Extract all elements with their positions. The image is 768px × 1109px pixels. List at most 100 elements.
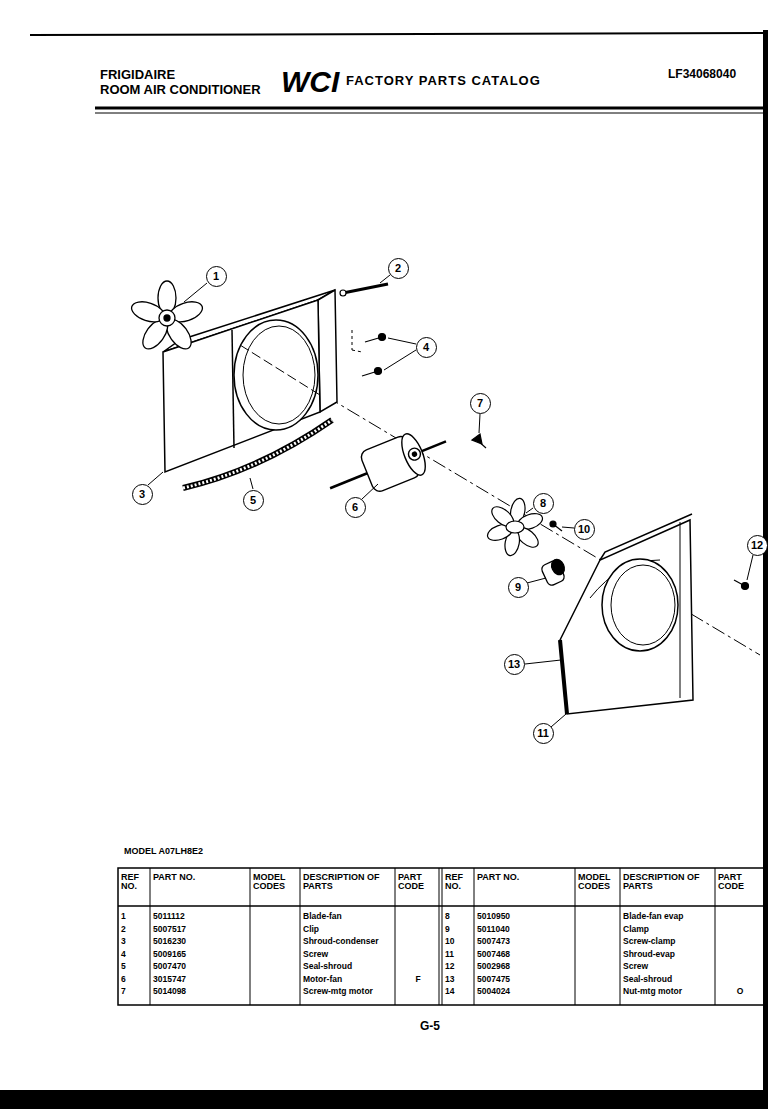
callout-number: 4 <box>423 342 429 353</box>
table-cell: Nut-mtg motor <box>623 987 713 996</box>
table-cell: 3 <box>121 937 148 946</box>
table-header: REF NO. <box>121 873 149 892</box>
table-header: PART CODE <box>398 873 438 892</box>
clamp <box>540 557 567 587</box>
page-edge <box>30 33 768 35</box>
callout-number: 1 <box>213 271 219 282</box>
callout-number: 13 <box>508 659 520 670</box>
callout-number: 8 <box>540 498 546 509</box>
table-cell: Screw-clamp <box>623 937 713 946</box>
table-header: PART CODE <box>718 873 762 892</box>
table-cell: Shroud-condenser <box>303 937 393 946</box>
callout-number: 10 <box>578 524 590 535</box>
table-header: DESCRIPTION OF PARTS <box>623 873 713 892</box>
page-number: G-5 <box>400 1020 460 1033</box>
model-number: MODEL A07LH8E2 <box>124 847 324 856</box>
table-cell: 5007517 <box>153 925 247 934</box>
table-cell: Clamp <box>623 925 713 934</box>
table-cell: Screw <box>303 950 393 959</box>
callout-number: 7 <box>477 398 483 409</box>
table-cell: 5014098 <box>153 987 247 996</box>
catalog-number: LF34068040 <box>668 68 760 81</box>
table-cell: 5011112 <box>153 912 247 921</box>
leader-line <box>148 275 753 727</box>
callout-circle: 6 <box>345 497 366 518</box>
catalog-title: FACTORY PARTS CATALOG <box>346 74 596 88</box>
table-cell: Seal-shroud <box>303 962 393 971</box>
table-cell: 6 <box>121 975 148 984</box>
table-cell: 5016230 <box>153 937 247 946</box>
callout-circle: 2 <box>388 258 409 279</box>
table-cell: Clip <box>303 925 393 934</box>
seal-strip <box>183 420 332 488</box>
callout-circle: 12 <box>747 535 768 556</box>
brand-name: FRIGIDAIRE <box>100 68 300 82</box>
table-cell: 9 <box>445 925 473 934</box>
callout-circle: 4 <box>416 337 437 358</box>
table-cell: Seal-shroud <box>623 975 713 984</box>
table-cell: 5009165 <box>153 950 247 959</box>
table-header: PART NO. <box>153 873 247 882</box>
table-cell: 5007475 <box>477 975 573 984</box>
table-cell: 5 <box>121 962 148 971</box>
table-cell: 5007468 <box>477 950 573 959</box>
table-cell: 3015747 <box>153 975 247 984</box>
screw <box>362 334 386 377</box>
callout-number: 11 <box>537 728 549 739</box>
table-cell: O <box>718 987 762 996</box>
callout-circle: 11 <box>533 723 554 744</box>
clip <box>340 284 388 352</box>
page-edge <box>0 1090 768 1109</box>
screw <box>734 580 749 590</box>
table-cell: Screw-mtg motor <box>303 987 393 996</box>
screw <box>472 434 486 448</box>
table-cell: 5007473 <box>477 937 573 946</box>
screw <box>550 521 562 531</box>
callout-number: 2 <box>395 263 401 274</box>
table-cell: F <box>398 975 438 984</box>
header-rule <box>95 107 763 110</box>
table-cell: Motor-fan <box>303 975 393 984</box>
table-header: DESCRIPTION OF PARTS <box>303 873 393 892</box>
table-cell: Shroud-evap <box>623 950 713 959</box>
table-cell: 5007470 <box>153 962 247 971</box>
table-cell: Screw <box>623 962 713 971</box>
fan-motor <box>322 421 454 509</box>
table-cell: 8 <box>445 912 473 921</box>
table-cell: Blade-fan evap <box>623 912 713 921</box>
table-cell: 5002968 <box>477 962 573 971</box>
callout-number: 3 <box>139 489 145 500</box>
table-cell: 4 <box>121 950 148 959</box>
callout-circle: 5 <box>243 490 264 511</box>
table-cell: 7 <box>121 987 148 996</box>
callout-circle: 7 <box>470 393 491 414</box>
callout-circle: 9 <box>508 577 529 598</box>
logo-text: WCI <box>281 66 345 98</box>
table-header: PART NO. <box>477 873 573 882</box>
condenser-fan-blade <box>129 281 205 353</box>
table-cell: 2 <box>121 925 148 934</box>
table-cell: 5011040 <box>477 925 573 934</box>
callout-circle: 3 <box>132 484 153 505</box>
callout-number: 5 <box>250 495 256 506</box>
table-header: MODEL CODES <box>578 873 619 892</box>
table-cell: 14 <box>445 987 473 996</box>
table-cell: 11 <box>445 950 473 959</box>
table-cell: 10 <box>445 937 473 946</box>
table-cell: 5010950 <box>477 912 573 921</box>
evaporator-shroud <box>560 514 693 714</box>
callout-number: 12 <box>751 540 763 551</box>
table-cell: 13 <box>445 975 473 984</box>
condenser-shroud <box>163 290 337 472</box>
callout-number: 9 <box>515 582 521 593</box>
callout-circle: 8 <box>533 493 554 514</box>
table-header: REF NO. <box>445 873 473 892</box>
header-rule <box>95 113 763 114</box>
table-cell: 5004024 <box>477 987 573 996</box>
callout-number: 6 <box>352 502 358 513</box>
product-line: ROOM AIR CONDITIONER <box>100 83 290 97</box>
parts-table <box>118 868 764 1005</box>
callout-circle: 13 <box>504 654 525 675</box>
table-cell: 12 <box>445 962 473 971</box>
